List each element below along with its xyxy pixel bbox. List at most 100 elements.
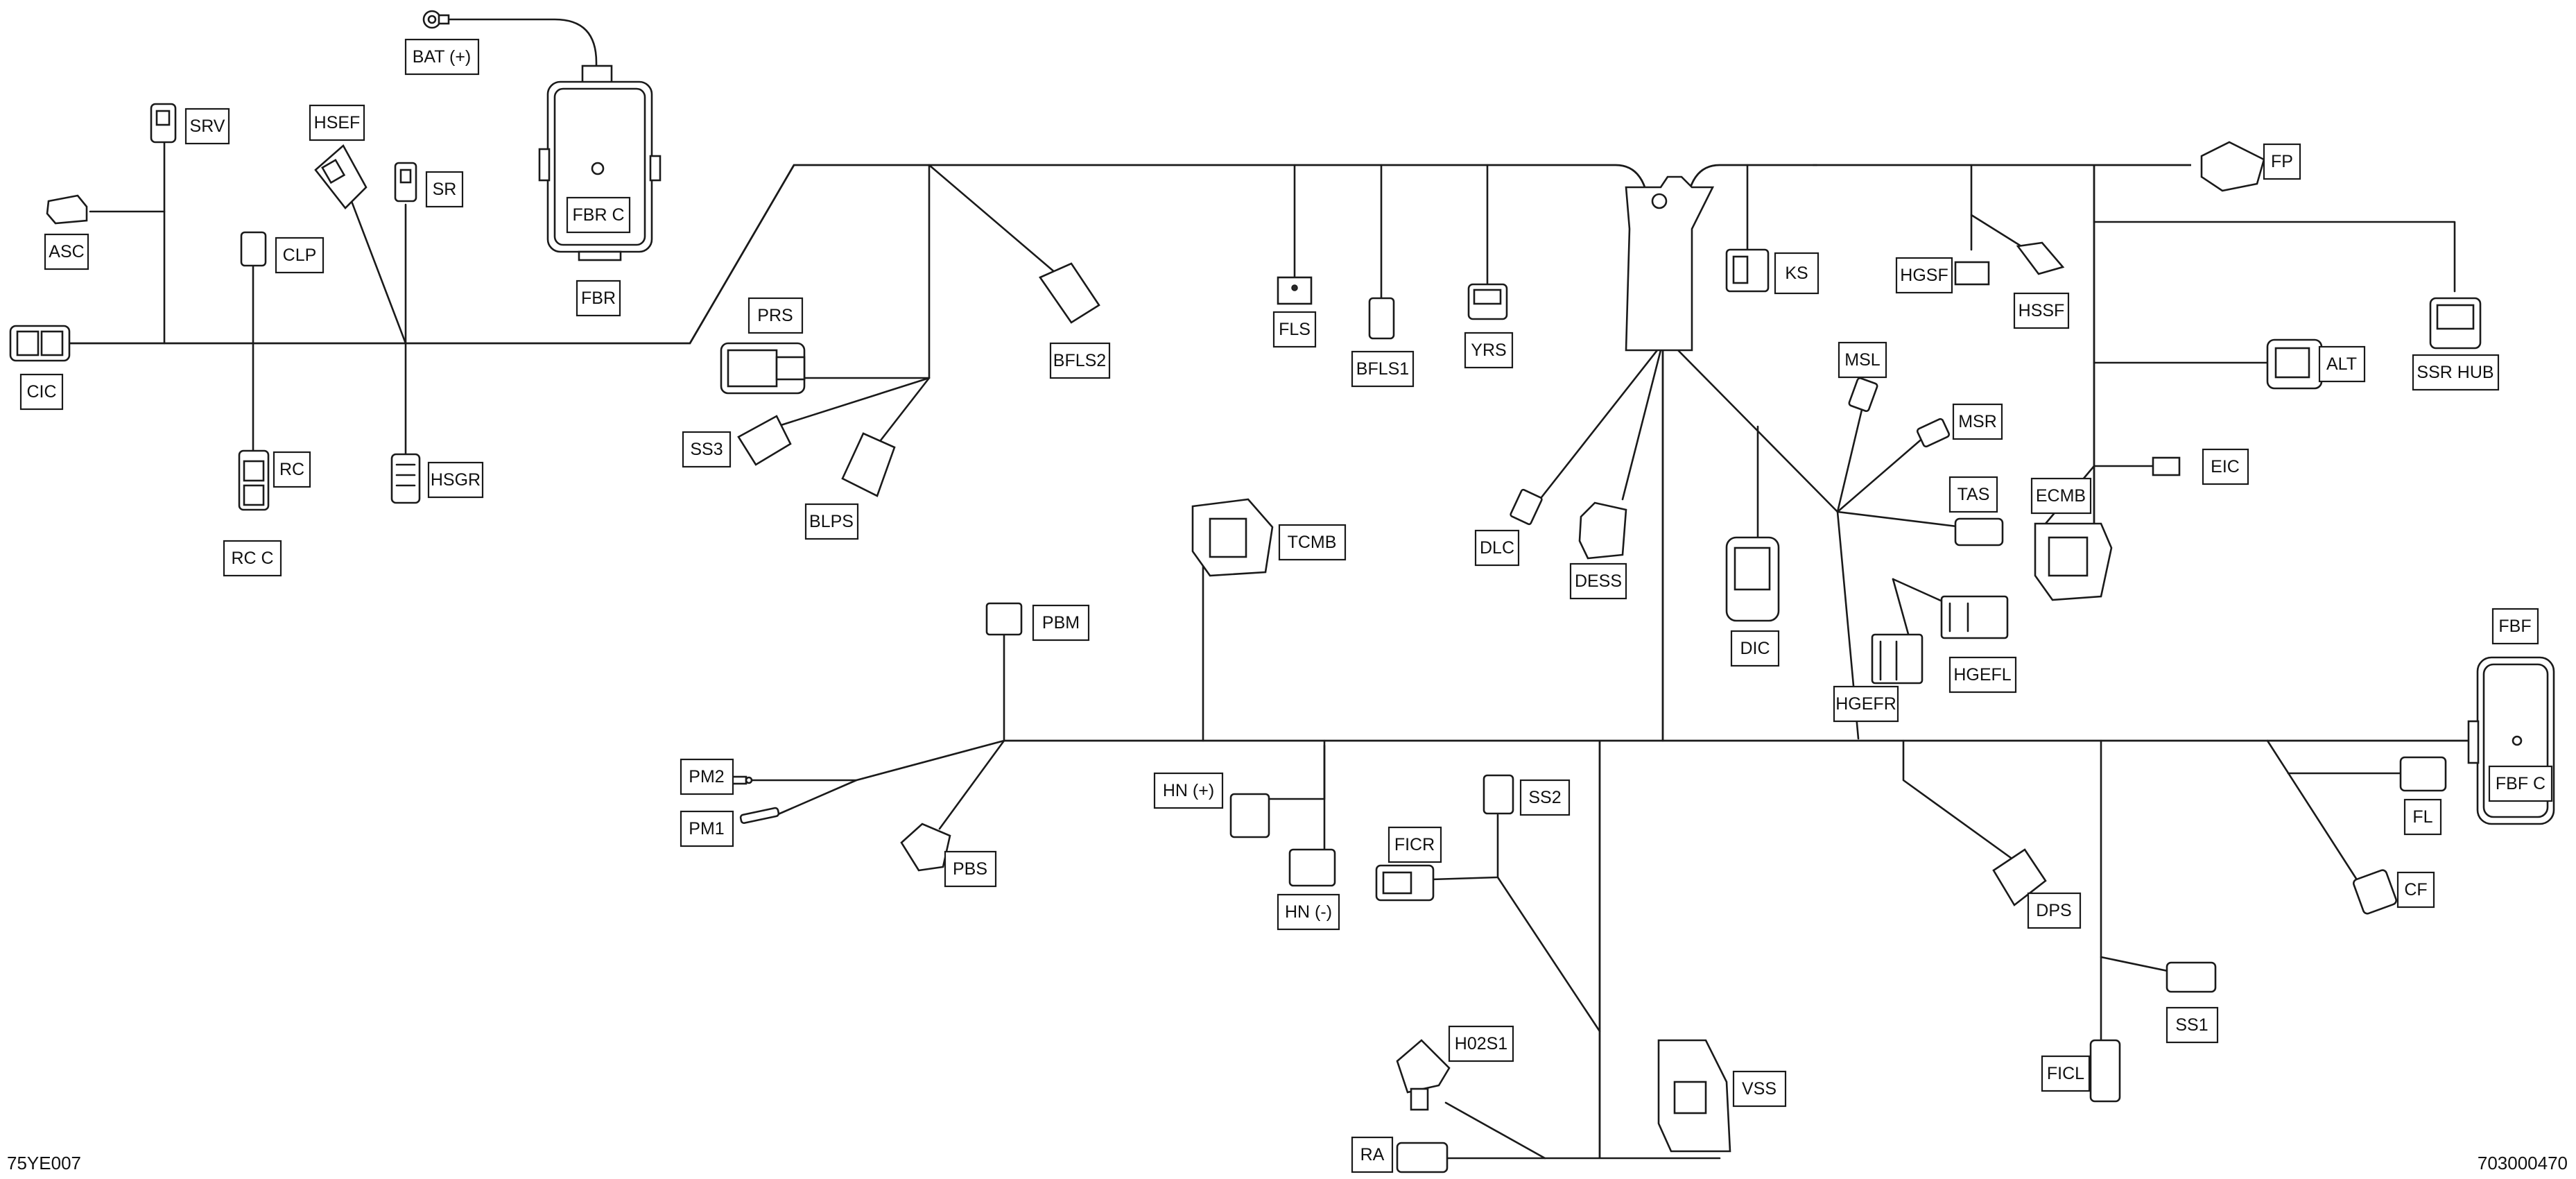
- label-hsgr: HSGR: [427, 461, 484, 499]
- svg-text:PRS: PRS: [757, 306, 793, 325]
- label-dlc: DLC: [1474, 529, 1520, 567]
- svg-text:ALT: ALT: [2326, 354, 2357, 374]
- label-hn-plus: HN (+): [1153, 772, 1224, 809]
- svg-text:HGEFL: HGEFL: [1953, 665, 2011, 685]
- label-hgefr: HGEFR: [1833, 685, 1899, 723]
- connector-pbs-icon: [900, 823, 951, 872]
- svg-text:ASC: ASC: [49, 242, 84, 261]
- connector-hgefl-icon: [1940, 595, 2009, 639]
- svg-text:PM2: PM2: [689, 767, 724, 786]
- connector-dess-icon: [1578, 501, 1627, 560]
- connector-hgefr-icon: [1871, 633, 1924, 685]
- svg-text:HGEFR: HGEFR: [1835, 694, 1896, 714]
- label-hn-minus: HN (-): [1277, 893, 1340, 931]
- svg-text:FICL: FICL: [2047, 1064, 2084, 1083]
- label-cic: CIC: [19, 373, 64, 411]
- label-dic: DIC: [1730, 630, 1780, 667]
- svg-text:FL: FL: [2412, 807, 2432, 827]
- svg-text:SR: SR: [433, 180, 457, 199]
- svg-text:ECMB: ECMB: [2036, 486, 2086, 506]
- connector-hgsf-icon: [1954, 261, 1990, 286]
- label-ficl: FICL: [2041, 1055, 2091, 1092]
- connector-cic-icon: [9, 325, 71, 362]
- sensor-pm2-icon: [728, 775, 754, 785]
- connector-pbm-icon: [985, 602, 1023, 636]
- label-blps: BLPS: [804, 503, 859, 540]
- svg-text:HN (-): HN (-): [1285, 902, 1332, 922]
- svg-text:FICR: FICR: [1394, 835, 1435, 854]
- svg-text:MSR: MSR: [1958, 412, 1997, 431]
- connector-hn-minus-icon: [1288, 848, 1336, 887]
- svg-text:EIC: EIC: [2211, 457, 2240, 476]
- svg-text:HSSF: HSSF: [2019, 301, 2065, 320]
- diagram-id: 75YE007: [7, 1153, 81, 1173]
- connector-ficr-icon: [1375, 864, 1435, 902]
- label-h02s1: H02S1: [1448, 1025, 1514, 1062]
- connector-fp-icon: [2200, 141, 2265, 192]
- svg-text:PM1: PM1: [689, 819, 724, 838]
- connector-hsgr-icon: [390, 453, 421, 504]
- label-eic: EIC: [2202, 448, 2249, 485]
- label-pm1: PM1: [680, 810, 734, 847]
- label-ss2: SS2: [1519, 779, 1571, 816]
- svg-text:FBR: FBR: [581, 289, 616, 308]
- label-pbs: PBS: [944, 850, 997, 888]
- label-ss3: SS3: [682, 431, 732, 468]
- label-bat: BAT (+): [404, 38, 480, 76]
- label-fbr-c: FBR C: [566, 196, 631, 234]
- connector-ecmb-icon: [2034, 522, 2113, 601]
- connector-bfls2-icon: [1039, 262, 1100, 324]
- connector-tas-icon: [1954, 517, 2004, 547]
- label-clp: CLP: [275, 236, 325, 274]
- sensor-pm1-icon: [739, 807, 780, 825]
- label-bfls1: BFLS1: [1351, 350, 1415, 388]
- svg-text:YRS: YRS: [1471, 341, 1506, 360]
- label-fbf-c: FBF C: [2488, 765, 2553, 802]
- label-ficr: FICR: [1388, 826, 1442, 863]
- connector-bfls1-icon: [1368, 297, 1395, 340]
- battery-ring-terminal-icon: [422, 10, 450, 29]
- svg-text:HSEF: HSEF: [314, 113, 361, 132]
- svg-text:FBF: FBF: [2498, 617, 2531, 636]
- connector-ss1-icon: [2166, 961, 2217, 993]
- svg-text:CIC: CIC: [26, 382, 56, 402]
- svg-text:DIC: DIC: [1740, 639, 1770, 658]
- label-pbm: PBM: [1032, 604, 1090, 642]
- svg-text:FBF C: FBF C: [2496, 774, 2545, 793]
- connector-fl-icon: [2399, 756, 2447, 792]
- svg-text:SSR HUB: SSR HUB: [2417, 363, 2493, 382]
- connector-msr-icon: [1916, 418, 1951, 448]
- svg-text:TCMB: TCMB: [1288, 533, 1337, 552]
- connector-msl-icon: [1848, 377, 1878, 413]
- label-tas: TAS: [1948, 476, 1998, 513]
- label-ssr-hub: SSR HUB: [2412, 354, 2500, 391]
- label-fp: FP: [2263, 143, 2301, 180]
- svg-text:PBM: PBM: [1042, 613, 1080, 632]
- label-asc: ASC: [44, 233, 89, 270]
- label-cf: CF: [2396, 871, 2435, 909]
- svg-text:KS: KS: [1785, 264, 1808, 283]
- label-ecmb: ECMB: [2030, 477, 2092, 515]
- svg-text:RC: RC: [279, 460, 304, 479]
- label-hgsf: HGSF: [1895, 257, 1953, 294]
- svg-text:FP: FP: [2271, 152, 2293, 171]
- svg-text:HGSF: HGSF: [1900, 266, 1948, 285]
- label-bfls2: BFLS2: [1049, 342, 1111, 379]
- connector-dps-icon: [1992, 848, 2047, 906]
- label-rc: RC: [273, 451, 311, 488]
- label-hsef: HSEF: [309, 104, 365, 141]
- connector-vss-icon: [1657, 1039, 1731, 1153]
- svg-text:DESS: DESS: [1575, 571, 1622, 591]
- svg-text:TAS: TAS: [1957, 485, 1990, 504]
- connector-hssf-icon: [2016, 241, 2065, 275]
- svg-text:BAT (+): BAT (+): [413, 47, 472, 67]
- component-labels: BAT (+) FBR C FBR SRV HSEF SR ASC CLP CI…: [19, 38, 2553, 1173]
- connector-ss3-icon: [737, 415, 792, 466]
- label-ra: RA: [1351, 1136, 1394, 1173]
- label-fbr: FBR: [576, 279, 621, 317]
- connector-cf-icon: [2353, 869, 2397, 915]
- label-srv: SRV: [184, 107, 230, 145]
- label-tcmb: TCMB: [1278, 524, 1347, 561]
- connector-ks-icon: [1725, 248, 1770, 293]
- label-fl: FL: [2403, 798, 2442, 836]
